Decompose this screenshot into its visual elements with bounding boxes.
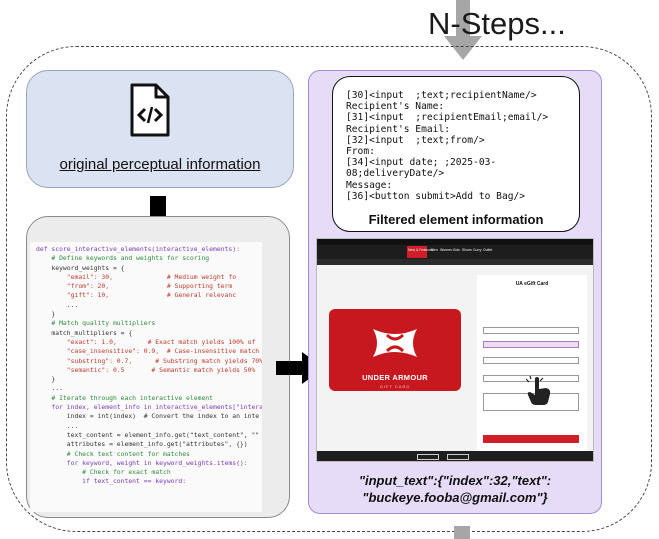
form-title: UA eGift Card <box>515 281 549 287</box>
code-line: # Check text content for matches <box>36 449 190 458</box>
code-line: "from": 20, # Supporting term <box>36 282 233 291</box>
filtered-element-line: Message: <box>346 179 393 191</box>
cookie-modify-button[interactable] <box>417 454 439 460</box>
top-arrow <box>444 0 482 60</box>
code-line: keyword_weights = { <box>36 263 125 272</box>
code-file-icon <box>130 83 170 137</box>
card-sub: GIFT CARD <box>379 384 411 389</box>
code-line: match_multipliers = { <box>36 328 133 337</box>
filtered-elements-box <box>332 76 580 232</box>
recipient-name-field[interactable] <box>483 327 579 334</box>
code-line: # Check for exact match <box>36 468 171 477</box>
code-line: # Match quality multipliers <box>36 319 156 328</box>
code-line: def score_interactive_elements(interacti… <box>36 245 240 253</box>
egift-form: UA eGift Card <box>477 275 587 451</box>
nav-item: Men <box>431 248 438 252</box>
action-output: "input_text":{"index":32,"text": "buckey… <box>308 472 602 506</box>
webpage-screenshot: New & Featured Men Women Kids Shoes Curr… <box>316 238 594 462</box>
filtered-element-line: 08;deliveryDate/> <box>346 168 445 180</box>
code-line: ... <box>36 421 79 430</box>
filtered-element-line: Recipient's Email: <box>346 123 450 135</box>
loop-boundary <box>6 46 652 532</box>
code-line: # Define keywords and weights for scorin… <box>36 254 210 263</box>
code-line: "email": 30, # Medium weight fo <box>36 272 237 281</box>
bottom-arrow <box>454 526 470 539</box>
pointing-hand-icon <box>526 376 551 405</box>
code-line: attributes = element_info.get("attribute… <box>36 440 248 449</box>
code-line: ... <box>36 300 79 309</box>
nav-item: Outlet <box>483 248 493 252</box>
filtered-element-line: [30]<input ;text;recipientName/> <box>346 90 537 101</box>
action-output-line: "buckeye.fooba@gmail.com"} <box>362 490 548 505</box>
code-line: "case_insensitive": 0.9, # Case-insensit… <box>36 347 260 356</box>
code-line: "semantic": 0.5 # Semantic match yields … <box>36 365 256 374</box>
recipient-email-field[interactable] <box>483 341 579 348</box>
code-line: index = int(index) # Convert the index t… <box>36 412 260 421</box>
code-line: "gift": 10, # General relevanc <box>36 291 237 300</box>
diagram-title: N-Steps... <box>428 6 566 41</box>
filtered-element-line: [34]<input date; ;2025-03- <box>346 157 497 169</box>
filtered-element-line: [32]<input ;text;from/> <box>346 134 485 146</box>
filtered-elements-text: [30]<input ;text;recipientName/>Recipien… <box>346 90 574 202</box>
nav-item: Women <box>440 248 452 252</box>
filtered-elements-caption: Filtered element information <box>368 212 544 227</box>
nav-item: New & Featured <box>408 248 434 252</box>
filtered-element-line: [31]<input ;recipientEmail;email/> <box>346 112 549 124</box>
cookie-accept-button[interactable] <box>447 454 469 460</box>
code-line: ... <box>36 384 63 393</box>
add-to-bag-button[interactable] <box>483 435 579 443</box>
ua-logo-icon <box>373 329 417 357</box>
code-line: for keyword, weight in keyword_weights.i… <box>36 458 248 467</box>
code-line: "substring": 0.7, # Substring match yiel… <box>36 356 262 365</box>
filtered-element-line: [36]<button submit>Add to Bag/> <box>346 190 526 202</box>
code-line: # Iterate through each interactive eleme… <box>36 393 213 402</box>
filtered-element-line: Recipient's Name: <box>346 101 445 113</box>
from-field[interactable] <box>483 357 579 364</box>
code-line: for index, element_info in interactive_e… <box>36 403 262 412</box>
cookie-banner <box>317 451 593 461</box>
filtered-element-line: From: <box>346 146 375 158</box>
nav-item: Shoes <box>462 248 472 252</box>
code-line: if text_content == keyword: <box>36 477 187 486</box>
code-line: } <box>36 310 56 319</box>
code-line: } <box>36 375 56 384</box>
nav-item: Curry <box>473 248 482 252</box>
nav-item: Kids <box>453 248 460 252</box>
code-line: text_content = element_info.get("text_co… <box>36 430 260 439</box>
nav-highlight <box>407 246 427 258</box>
card-brand: UNDER ARMOUR <box>362 373 428 382</box>
code-line: "exact": 1.0, # Exact match yields 100% … <box>36 337 256 346</box>
original-info-label: original perceptual information <box>59 156 261 173</box>
scoring-code: def score_interactive_elements(interacti… <box>30 242 262 512</box>
action-output-line: "input_text":{"index":32,"text": <box>358 473 552 488</box>
